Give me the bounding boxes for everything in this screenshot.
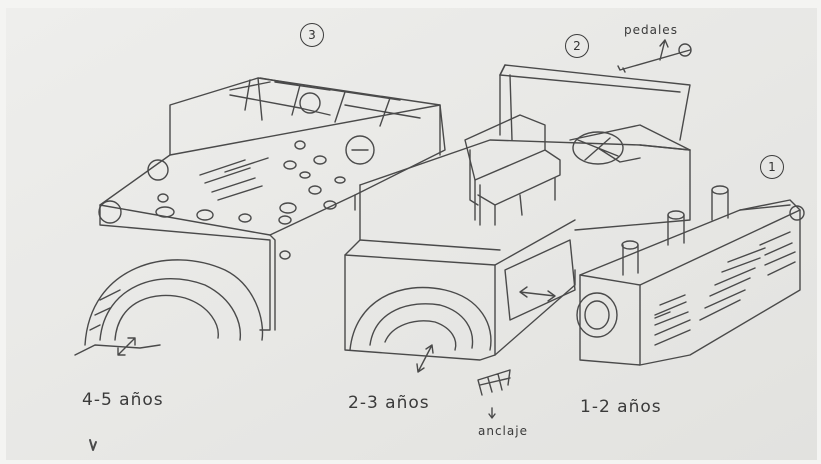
anchor-symbol bbox=[477, 369, 511, 419]
arrow-4-5 bbox=[117, 337, 136, 356]
module-2-cab bbox=[344, 39, 692, 373]
age-label-1-2: 1-2 años bbox=[580, 397, 662, 417]
pencil-mark bbox=[89, 439, 97, 451]
module-number-1: 1 bbox=[760, 155, 784, 179]
anchor-annotation: anclaje bbox=[478, 424, 528, 438]
pedals-annotation: pedales bbox=[624, 23, 678, 37]
module-3-trailer bbox=[74, 77, 446, 356]
module-1-engine bbox=[576, 185, 805, 366]
age-label-2-3: 2-3 años bbox=[348, 393, 430, 413]
module-number-2: 2 bbox=[565, 34, 589, 58]
age-label-4-5: 4-5 años bbox=[82, 390, 164, 410]
module-number-3: 3 bbox=[300, 23, 324, 47]
